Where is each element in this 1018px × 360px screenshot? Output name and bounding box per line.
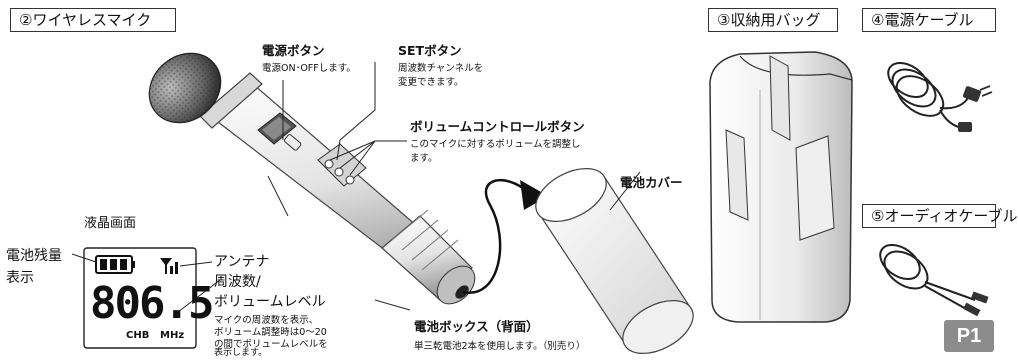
lcd-chb-label: CHB [126,330,150,341]
frequency-desc-4: 表示します。 [214,348,268,358]
lcd-mhz-label: MHz [160,330,185,341]
frequency-desc-3: の間でボリュームレベルを [214,339,328,350]
audio-cable-illustration [879,243,976,311]
page-number-badge: P1 [944,320,994,352]
lcd-screen-title: 液晶画面 [84,216,137,231]
power-button-title: 電源ボタン [262,43,325,58]
power-button-desc: 電源ON･OFFします。 [262,63,356,74]
lcd-panel [83,247,197,349]
storage-bag-illustration [709,51,853,323]
set-button-title: SETボタン [398,43,462,58]
battery-box-title: 電池ボックス（背面） [414,319,539,334]
battery-level-label-2: 表示 [6,270,34,286]
power-cable-illustration [887,61,969,129]
bag-section-title: ③収納用バッグ [708,8,838,32]
frequency-label-2: ボリュームレベル [214,294,326,310]
wireless-mic-illustration [148,52,476,305]
battery-level-label-1: 電池残量 [6,248,62,264]
frequency-desc-2: ボリューム調整時は0〜20 [214,327,327,338]
frequency-desc-1: マイクの周波数を表示、 [214,315,319,326]
frequency-label-1: 周波数/ [214,274,261,290]
power-cable-section-title: ④電源ケーブル [862,8,996,32]
leader-lines [71,62,641,313]
battery-cover-illustration [535,168,694,354]
battery-cover-title: 電池カバー [620,175,683,190]
battery-box-desc: 単三乾電池2本を使用します。（別売り） [414,341,586,352]
volume-button-desc-1: このマイクに対するボリュームを調整し [410,139,581,150]
set-button-desc-2: 変更できます。 [398,77,464,88]
audio-cable-section-title: ⑤オーディオケーブル [862,204,1018,228]
antenna-label: アンテナ [214,254,270,270]
volume-button-title: ボリュームコントロールボタン [410,119,585,134]
mic-section-title: ②ワイヤレスマイク [10,8,176,32]
set-button-desc-1: 周波数チャンネルを [398,63,484,74]
lcd-frequency-digits: 806.5 [90,278,214,329]
volume-button-desc-2: ます。 [410,153,438,164]
